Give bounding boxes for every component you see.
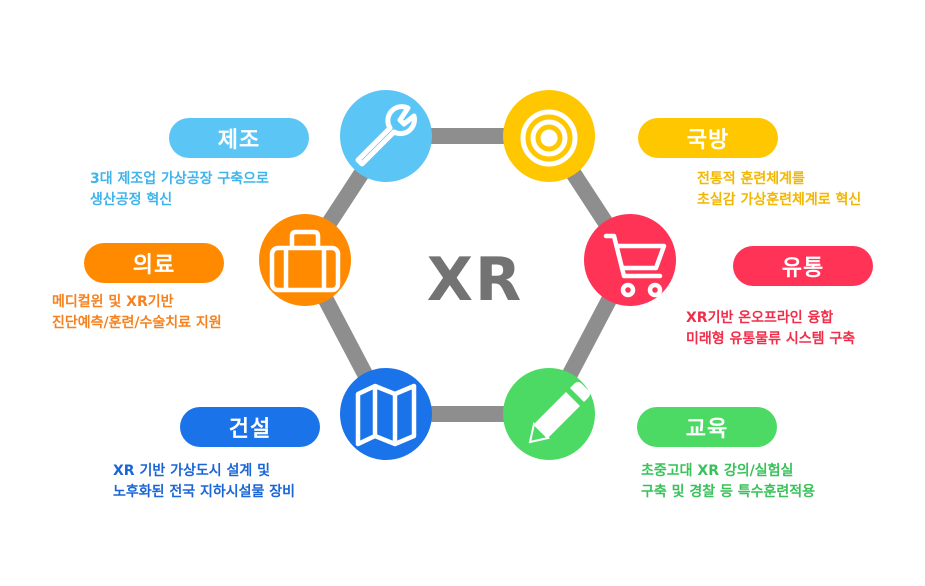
title-manufacturing: 제조 bbox=[169, 118, 309, 158]
title-defense: 국방 bbox=[638, 118, 778, 158]
desc-manufacturing: 3대 제조업 가상공장 구축으로 생산공정 혁신 bbox=[90, 169, 269, 211]
desc-line: 노후화된 전국 지하시설물 장비 bbox=[113, 484, 296, 500]
title-retail: 유통 bbox=[733, 246, 873, 286]
map-icon bbox=[355, 383, 417, 447]
title-medical: 의료 bbox=[84, 243, 224, 283]
desc-line: 전통적 훈련체계를 bbox=[697, 171, 805, 187]
pencil-icon bbox=[528, 382, 590, 444]
node-construction bbox=[340, 368, 432, 460]
construction-circle bbox=[340, 368, 432, 460]
desc-line: 생산공정 혁신 bbox=[90, 192, 173, 208]
shopping-cart-icon bbox=[603, 233, 667, 298]
node-manufacturing bbox=[340, 90, 432, 182]
desc-line: 초실감 가상훈련체계로 혁신 bbox=[697, 192, 862, 208]
desc-line: 구축 및 경찰 등 특수훈련적용 bbox=[641, 484, 816, 500]
node-defense bbox=[503, 90, 595, 182]
desc-retail: XR기반 온오프라인 융합 미래형 유통물류 시스템 구축 bbox=[686, 308, 855, 350]
medical-circle bbox=[259, 214, 351, 306]
desc-line: 미래형 유통물류 시스템 구축 bbox=[686, 331, 856, 347]
desc-medical: 메디컬윈 및 XR기반 진단예측/훈련/수술치료 지원 bbox=[52, 292, 222, 334]
title-construction: 건설 bbox=[180, 407, 320, 447]
target-icon bbox=[520, 109, 578, 167]
desc-education: 초중고대 XR 강의/실험실 구축 및 경찰 등 특수훈련적용 bbox=[641, 461, 815, 503]
desc-line: 진단예측/훈련/수술치료 지원 bbox=[52, 315, 222, 331]
title-education: 교육 bbox=[637, 407, 777, 447]
node-education bbox=[503, 368, 595, 460]
center-label: XR bbox=[426, 245, 524, 315]
manufacturing-circle bbox=[340, 90, 432, 182]
node-medical bbox=[259, 214, 351, 306]
desc-line: 3대 제조업 가상공장 구축으로 bbox=[90, 171, 269, 187]
desc-line: XR기반 온오프라인 융합 bbox=[686, 310, 834, 326]
wrench-icon bbox=[355, 104, 417, 167]
desc-construction: XR 기반 가상도시 설계 및 노후화된 전국 지하시설물 장비 bbox=[113, 461, 295, 503]
desc-line: 초중고대 XR 강의/실험실 bbox=[641, 463, 794, 479]
desc-line: 메디컬윈 및 XR기반 bbox=[52, 294, 174, 310]
node-retail bbox=[584, 214, 676, 306]
desc-line: XR 기반 가상도시 설계 및 bbox=[113, 463, 270, 479]
briefcase-icon bbox=[269, 229, 341, 293]
desc-defense: 전통적 훈련체계를 초실감 가상훈련체계로 혁신 bbox=[697, 169, 861, 211]
